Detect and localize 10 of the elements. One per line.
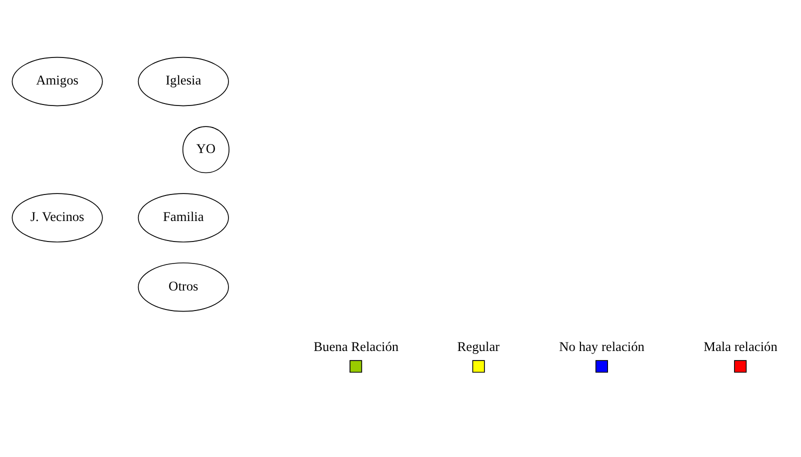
legend-label: Mala relación <box>704 338 778 354</box>
legend-label: No hay relación <box>559 338 644 354</box>
node-ellipse: Otros <box>138 262 229 312</box>
node-circle: YO <box>182 126 230 173</box>
node-ellipse: J. Vecinos <box>12 192 103 242</box>
legend-label: Regular <box>457 338 500 354</box>
legend-label: Buena Relación <box>314 338 399 354</box>
node-ellipse: Amigos <box>12 56 103 106</box>
node-ellipse: Familia <box>138 192 229 242</box>
node-ellipse: Iglesia <box>138 56 229 106</box>
